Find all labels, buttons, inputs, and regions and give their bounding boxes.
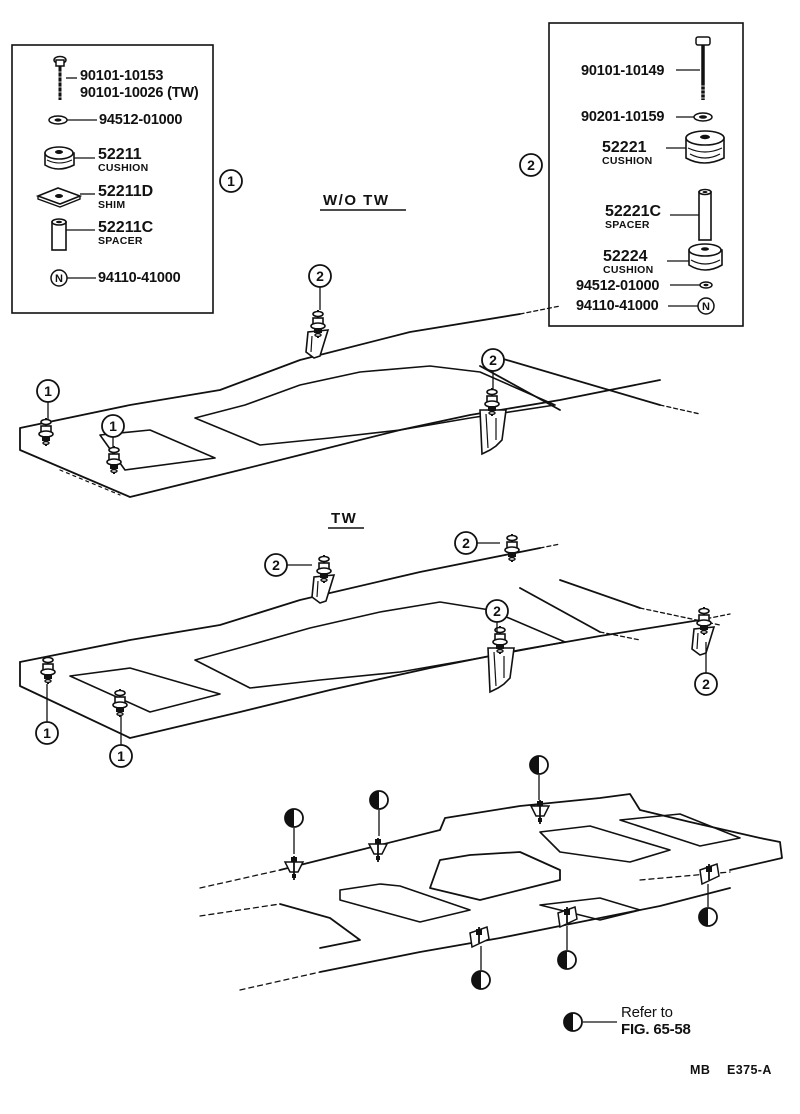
bolt-icon <box>695 36 711 100</box>
mount-icon <box>699 863 720 885</box>
drawing-code-prefix: MB <box>690 1063 710 1077</box>
callout-1: 1 <box>36 379 60 420</box>
half-circle-icon <box>563 1012 583 1032</box>
svg-text:2: 2 <box>489 352 497 368</box>
part-number: 52211D <box>98 183 153 200</box>
mount-icon <box>306 310 328 358</box>
mount-icon <box>312 555 334 603</box>
svg-text:2: 2 <box>316 268 324 284</box>
cushion-icon <box>688 243 723 271</box>
legend-box-left: 90101-10153 90101-10026 (TW) 94512-01000… <box>11 44 214 314</box>
frame-lower <box>199 755 783 991</box>
frame-tw: TW 1 1 2 <box>19 510 731 768</box>
washer-icon <box>48 115 68 125</box>
cushion-icon <box>685 130 725 164</box>
frame-wo-tw: W/O TW 1 1 2 <box>19 192 701 498</box>
spacer-icon <box>51 218 67 251</box>
mount-icon <box>469 926 490 948</box>
svg-text:1: 1 <box>109 418 117 434</box>
svg-text:2: 2 <box>462 535 470 551</box>
part-number: 90201-10159 <box>581 109 664 125</box>
svg-text:2: 2 <box>702 676 710 692</box>
svg-text:1: 1 <box>117 748 125 764</box>
mount-icon <box>504 533 520 563</box>
part-number: 94110-41000 <box>576 298 659 314</box>
callout-2: 2 <box>481 348 505 390</box>
svg-text:2: 2 <box>272 557 280 573</box>
part-name: SHIM <box>98 199 125 211</box>
part-name: SPACER <box>98 235 143 247</box>
n-circle-icon: N <box>50 269 68 287</box>
svg-text:2: 2 <box>493 603 501 619</box>
half-circle-icon <box>471 970 491 990</box>
half-circle-icon <box>557 950 577 970</box>
cushion-icon <box>44 146 75 170</box>
part-number-tw: 90101-10026 (TW) <box>80 85 199 101</box>
part-number: 94110-41000 <box>98 270 181 286</box>
mount-icon <box>284 855 304 881</box>
view-label-tw: TW <box>331 510 357 527</box>
shim-icon <box>35 187 83 208</box>
washer-icon <box>699 281 713 289</box>
mount-icon <box>106 445 122 475</box>
part-number: 52224 <box>603 248 648 265</box>
legend-box-right: 90101-10149 90201-10159 52221 CUSHION 52… <box>548 22 744 327</box>
svg-text:1: 1 <box>227 173 235 189</box>
callout-1: 1 <box>219 169 243 193</box>
part-name: SPACER <box>605 219 650 231</box>
part-number: 52221 <box>602 139 647 156</box>
part-name: CUSHION <box>603 264 654 276</box>
callout-1: 1 <box>109 716 133 768</box>
mount-icon <box>488 626 514 692</box>
part-number: 94512-01000 <box>576 278 659 294</box>
spacer-icon <box>698 188 712 241</box>
part-number: 90101-10149 <box>581 63 664 79</box>
svg-text:N: N <box>702 301 710 313</box>
part-number: 52211 <box>98 146 142 163</box>
half-circle-icon <box>698 907 718 927</box>
svg-text:1: 1 <box>44 383 52 399</box>
footnote-refer: Refer to FIG. 65-58 <box>563 1004 691 1038</box>
mount-icon <box>480 388 506 454</box>
callout-2: 2 <box>694 642 718 696</box>
mount-icon <box>40 655 56 685</box>
n-circle-icon: N <box>697 297 715 315</box>
half-circle-icon <box>529 755 549 775</box>
half-circle-icon <box>284 808 304 828</box>
part-number: 94512-01000 <box>99 112 182 128</box>
half-circle-icon <box>369 790 389 810</box>
part-name: CUSHION <box>98 162 149 174</box>
drawing-code: E375-A <box>727 1063 772 1077</box>
footnote-line1: Refer to <box>621 1004 673 1021</box>
callout-2: 2 <box>519 153 543 177</box>
mount-icon <box>368 837 388 863</box>
callout-2: 2 <box>454 531 500 555</box>
svg-text:N: N <box>55 273 63 285</box>
mount-icon <box>38 417 54 447</box>
part-number: 52211C <box>98 219 154 236</box>
bolt-icon <box>53 55 67 100</box>
footnote-line2: FIG. 65-58 <box>621 1021 691 1038</box>
callout-1: 1 <box>35 684 59 745</box>
part-name: CUSHION <box>602 155 653 167</box>
part-number: 90101-10153 <box>80 68 163 84</box>
mount-icon <box>112 688 128 718</box>
svg-text:2: 2 <box>527 157 535 173</box>
callout-2: 2 <box>308 264 332 310</box>
svg-text:1: 1 <box>43 725 51 741</box>
callout-2: 2 <box>485 599 509 634</box>
callout-2: 2 <box>264 553 312 577</box>
washer-icon <box>693 112 713 122</box>
view-label-wo-tw: W/O TW <box>323 192 389 209</box>
part-number: 52221C <box>605 203 661 220</box>
mount-icon <box>692 607 714 655</box>
callout-1: 1 <box>101 414 125 448</box>
